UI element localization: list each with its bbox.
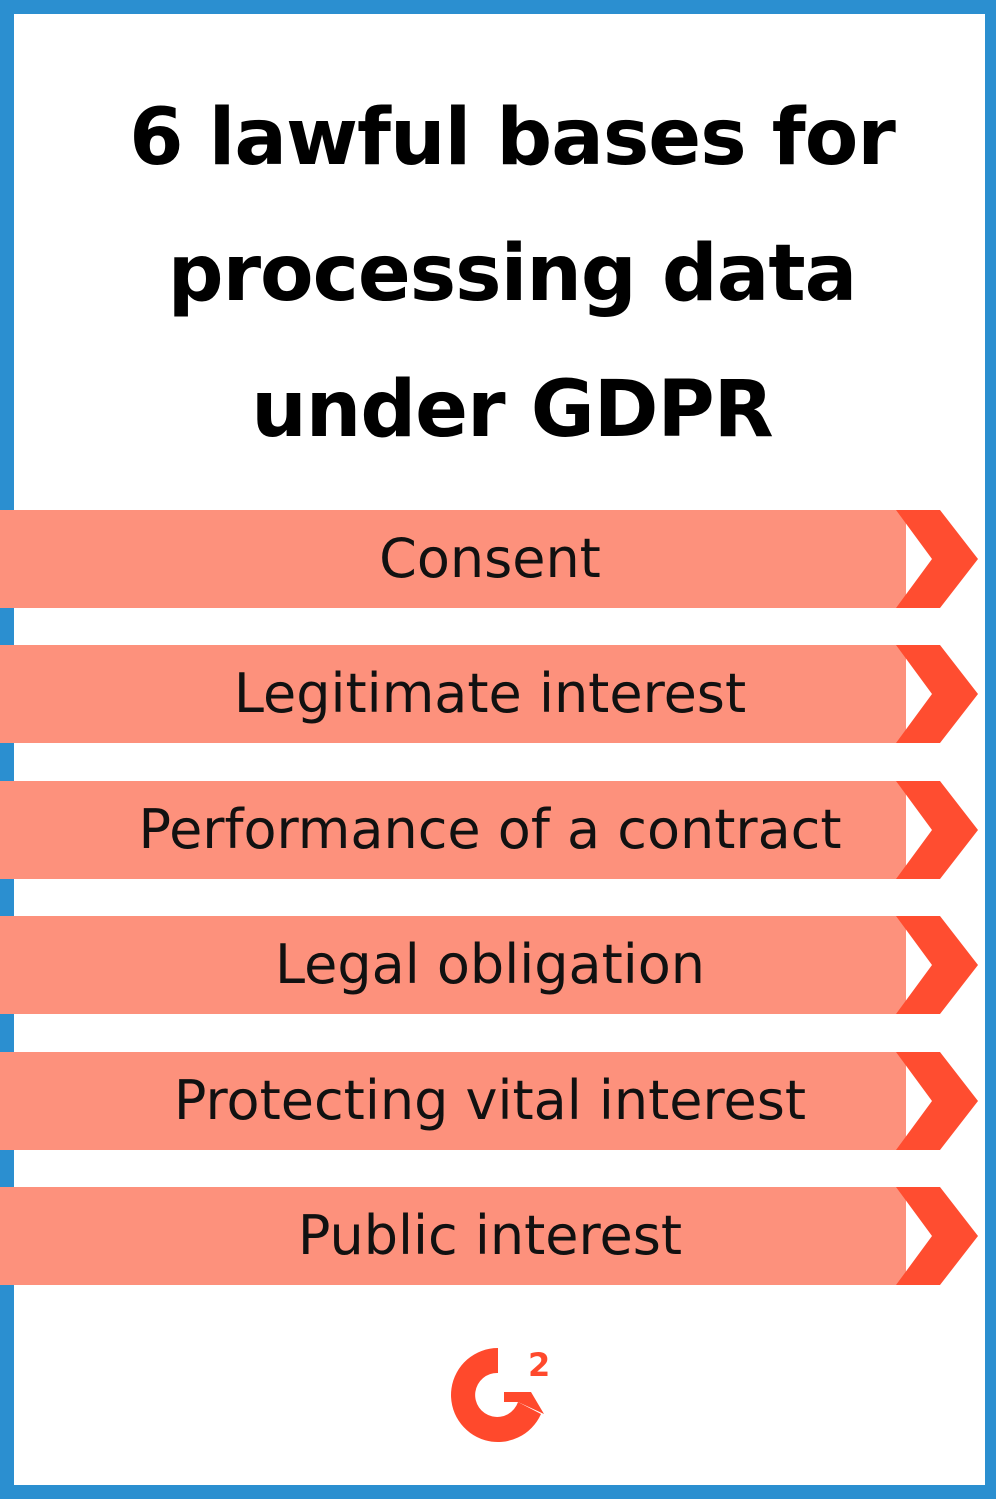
basis-consent: Consent: [0, 510, 982, 608]
band-body: [0, 916, 906, 1014]
title-line-3: under GDPR: [251, 365, 773, 455]
basis-performance-of-contract: Performance of a contract: [0, 781, 982, 879]
basis-label: Consent: [379, 527, 601, 590]
basis-protecting-vital-interest: Protecting vital interest: [0, 1052, 982, 1150]
chevron-right-icon: [896, 1187, 978, 1285]
page-title: 6 lawful bases for processing data under…: [14, 70, 996, 478]
g2-logo-superscript: 2: [528, 1346, 550, 1384]
chevron-right-icon: [896, 510, 978, 608]
g2-logo-bar: [504, 1392, 544, 1414]
chevron-right-icon: [896, 781, 978, 879]
basis-public-interest: Public interest: [0, 1187, 982, 1285]
title-line-2: processing data: [167, 229, 858, 319]
basis-legal-obligation: Legal obligation: [0, 916, 982, 1014]
band-body: [0, 510, 906, 608]
chevron-right-icon: [896, 1052, 978, 1150]
band-body: [0, 1187, 906, 1285]
basis-legitimate-interest: Legitimate interest: [0, 645, 982, 743]
band-body: [0, 1052, 906, 1150]
title-line-1: 6 lawful bases for: [129, 93, 896, 183]
band-body: [0, 781, 906, 879]
chevron-right-icon: [896, 645, 978, 743]
chevron-right-icon: [896, 916, 978, 1014]
basis-label: Public interest: [297, 1204, 683, 1267]
band-body: [0, 645, 906, 743]
basis-label: Performance of a contract: [138, 798, 842, 861]
g2-logo: 2: [451, 1346, 550, 1442]
basis-label: Legitimate interest: [233, 662, 747, 725]
g2-logo-ring: [451, 1348, 541, 1442]
basis-label: Protecting vital interest: [173, 1069, 807, 1132]
basis-label: Legal obligation: [274, 933, 706, 996]
